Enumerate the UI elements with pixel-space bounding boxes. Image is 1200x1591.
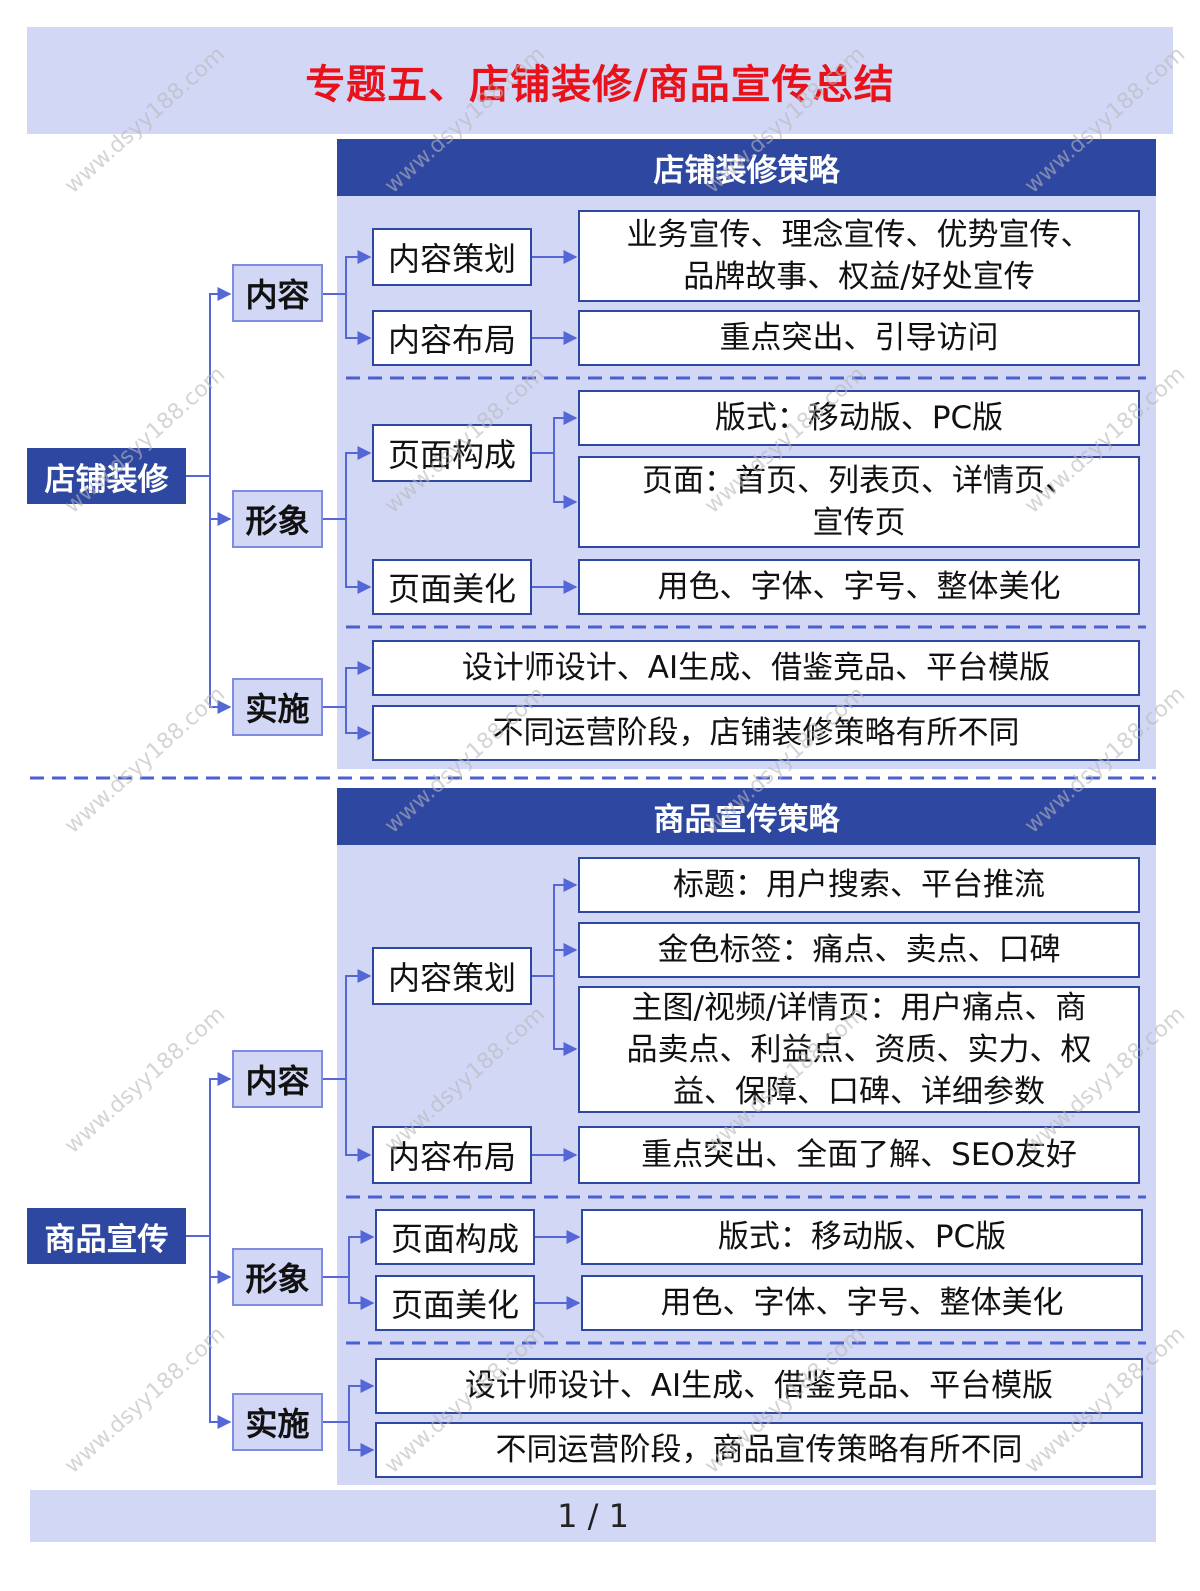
- leaf-text: 用色、字体、字号、整体美化: [581, 1275, 1143, 1331]
- sub-content-layout: 内容布局: [372, 1126, 532, 1184]
- leaf-text: 标题：用户搜索、平台推流: [578, 857, 1140, 913]
- root-node-product: 商品宣传: [27, 1208, 186, 1264]
- category-implementation: 实施: [232, 678, 323, 736]
- sub-content-layout: 内容布局: [372, 310, 532, 366]
- root-node-store: 店铺装修: [27, 448, 186, 504]
- page-number: 1 / 1: [30, 1490, 1156, 1542]
- category-implementation: 实施: [232, 1393, 323, 1451]
- category-image: 形象: [232, 1248, 323, 1306]
- category-image: 形象: [232, 490, 323, 548]
- leaf-text: 重点突出、全面了解、SEO友好: [578, 1126, 1140, 1184]
- sub-page-beautify: 页面美化: [372, 559, 532, 615]
- page-title: 专题五、店铺装修/商品宣传总结: [305, 61, 895, 108]
- title-bar: [27, 27, 1173, 134]
- leaf-text: 重点突出、引导访问: [578, 310, 1140, 366]
- leaf-text: 版式：移动版、PC版: [581, 1209, 1143, 1265]
- sub-content-planning: 内容策划: [372, 947, 532, 1005]
- leaf-text: 不同运营阶段，店铺装修策略有所不同: [372, 705, 1140, 761]
- leaf-text: 版式：移动版、PC版: [578, 390, 1140, 446]
- section-header-store: 店铺装修策略: [337, 139, 1156, 196]
- sub-page-composition: 页面构成: [372, 424, 532, 482]
- leaf-text: 用色、字体、字号、整体美化: [578, 559, 1140, 615]
- leaf-text: 金色标签：痛点、卖点、口碑: [578, 922, 1140, 978]
- leaf-text: 设计师设计、AI生成、借鉴竞品、平台模版: [375, 1358, 1143, 1414]
- leaf-text: 页面：首页、列表页、详情页、 宣传页: [578, 456, 1140, 548]
- leaf-text: 设计师设计、AI生成、借鉴竞品、平台模版: [372, 640, 1140, 696]
- leaf-text: 业务宣传、理念宣传、优势宣传、 品牌故事、权益/好处宣传: [578, 210, 1140, 302]
- leaf-text: 不同运营阶段，商品宣传策略有所不同: [375, 1422, 1143, 1478]
- sub-page-beautify: 页面美化: [375, 1275, 535, 1331]
- section-header-product: 商品宣传策略: [337, 788, 1156, 845]
- category-content: 内容: [232, 1050, 323, 1108]
- sub-content-planning: 内容策划: [372, 228, 532, 286]
- leaf-text: 主图/视频/详情页：用户痛点、商 品卖点、利益点、资质、实力、权 益、保障、口碑…: [578, 986, 1140, 1113]
- sub-page-composition: 页面构成: [375, 1209, 535, 1265]
- category-content: 内容: [232, 264, 323, 322]
